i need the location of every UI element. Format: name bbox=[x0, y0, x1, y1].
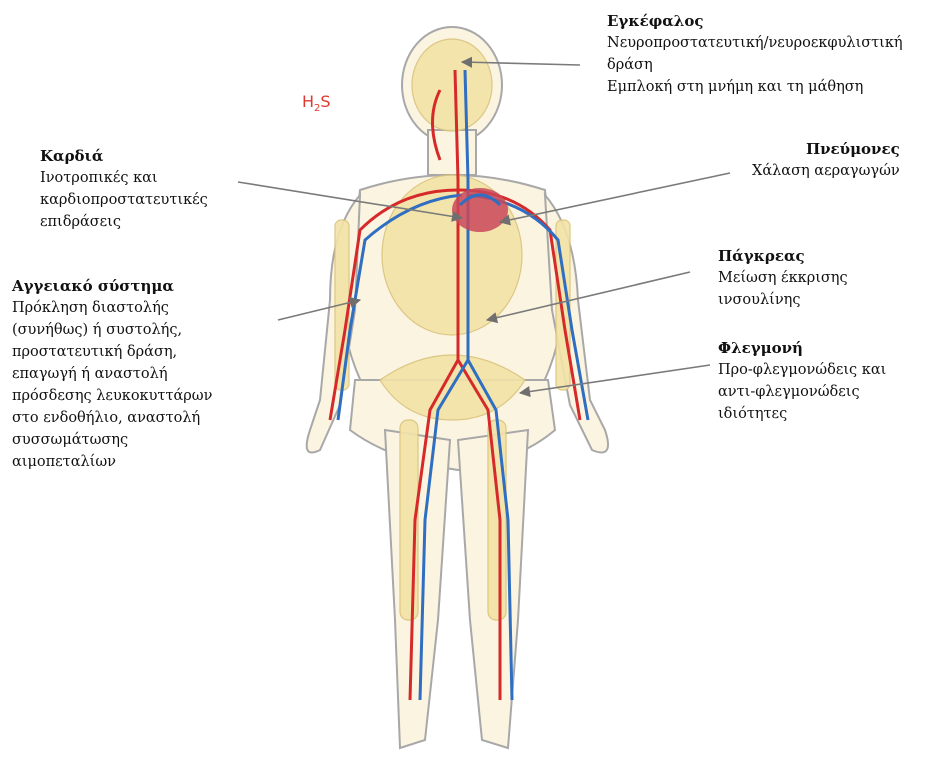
label-heart-line-2: καρδιοπροστατευτικές bbox=[40, 189, 208, 211]
label-inflammation: Φλεγμονή Προ-φλεγμονώδεις και αντι-φλεγμ… bbox=[718, 337, 886, 425]
label-vascular-line-3: προστατευτική δράση, bbox=[12, 341, 212, 363]
label-brain-line-1: Νευροπροστατευτική/νευροεκφυλιστική bbox=[607, 32, 903, 54]
label-vascular-line-4: επαγωγή ή αναστολή bbox=[12, 363, 212, 385]
label-pancreas-line-1: Μείωση έκκρισης bbox=[718, 267, 848, 289]
label-inflammation-title: Φλεγμονή bbox=[718, 337, 886, 359]
h2s-formula: H2S bbox=[302, 92, 331, 114]
label-inflammation-line-2: αντι-φλεγμονώδεις bbox=[718, 381, 886, 403]
label-inflammation-line-3: ιδιότητες bbox=[718, 403, 886, 425]
label-vascular-line-1: Πρόκληση διαστολής bbox=[12, 297, 212, 319]
label-lungs: Πνεύμονες Χάλαση αεραγωγών bbox=[752, 138, 900, 182]
label-vascular-line-8: αιμοπεταλίων bbox=[12, 451, 212, 473]
label-heart-title: Καρδιά bbox=[40, 145, 208, 167]
label-pancreas-line-2: ινσουλίνης bbox=[718, 289, 848, 311]
label-heart-line-1: Ινοτροπικές και bbox=[40, 167, 208, 189]
label-brain-title: Εγκέφαλος bbox=[607, 10, 903, 32]
label-brain-line-3: Εμπλοκή στη μνήμη και τη μάθηση bbox=[607, 76, 903, 98]
heart-organ bbox=[452, 188, 508, 232]
label-inflammation-line-1: Προ-φλεγμονώδεις και bbox=[718, 359, 886, 381]
label-vascular-line-2: (συνήθως) ή συστολής, bbox=[12, 319, 212, 341]
label-vascular-line-7: συσσωμάτωσης bbox=[12, 429, 212, 451]
label-heart-line-3: επιδράσεις bbox=[40, 211, 208, 233]
label-pancreas-title: Πάγκρεας bbox=[718, 245, 848, 267]
label-vascular-title: Αγγειακό σύστημα bbox=[12, 275, 212, 297]
label-vascular: Αγγειακό σύστημα Πρόκληση διαστολής (συν… bbox=[12, 275, 212, 473]
label-lungs-line-1: Χάλαση αεραγωγών bbox=[752, 160, 900, 182]
label-vascular-line-6: στο ενδοθήλιο, αναστολή bbox=[12, 407, 212, 429]
label-lungs-title: Πνεύμονες bbox=[752, 138, 900, 160]
label-vascular-line-5: πρόσδεσης λευκοκυττάρων bbox=[12, 385, 212, 407]
label-pancreas: Πάγκρεας Μείωση έκκρισης ινσουλίνης bbox=[718, 245, 848, 311]
h2s-h: H bbox=[302, 92, 314, 111]
label-heart: Καρδιά Ινοτροπικές και καρδιοπροστατευτι… bbox=[40, 145, 208, 233]
label-brain: Εγκέφαλος Νευροπροστατευτική/νευροεκφυλι… bbox=[607, 10, 903, 98]
h2s-s: S bbox=[320, 92, 330, 111]
label-brain-line-2: δράση bbox=[607, 54, 903, 76]
